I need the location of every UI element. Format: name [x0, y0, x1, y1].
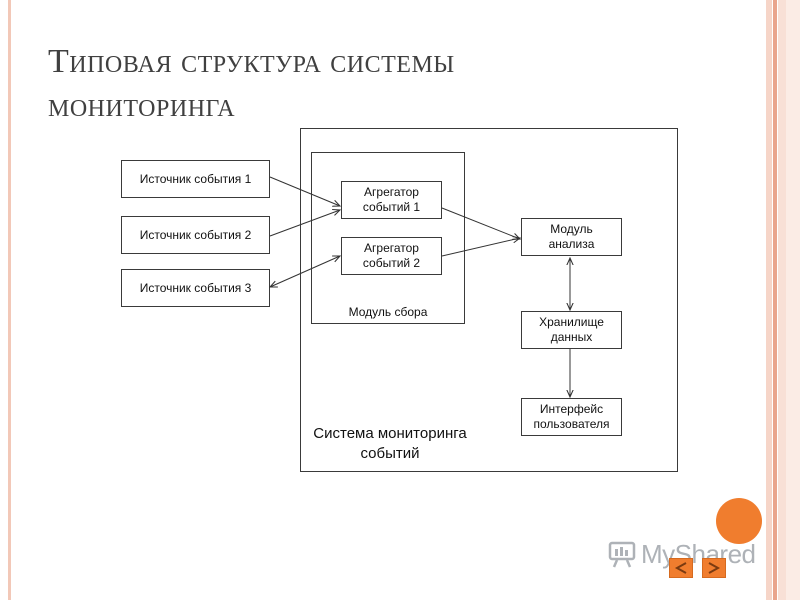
monitoring-system-label: Система мониторинга событий	[300, 424, 480, 464]
aggregator-1: Агрегатор событий 1	[341, 181, 442, 219]
aggregator-1-line2: событий 1	[362, 200, 421, 214]
event-source-3-label: Источник события 3	[139, 280, 252, 295]
aggregator-2-line2: событий 2	[362, 256, 421, 270]
aggregator-1-line1: Агрегатор	[364, 185, 419, 199]
arrow-aggregator1-to-analysis	[441, 207, 520, 239]
slide-left-border	[8, 0, 11, 600]
event-source-2-label: Источник события 2	[139, 227, 252, 242]
slide-title: Типовая структура системы мониторинга	[48, 40, 738, 128]
arrow-source1-to-aggregator1	[269, 176, 340, 206]
user-interface: Интерфейс пользователя	[521, 398, 622, 436]
analysis-module-line1: Модуль	[550, 222, 593, 236]
event-source-3: Источник события 3	[121, 269, 270, 307]
watermark-logo: MyShared	[607, 536, 756, 572]
user-interface-line2: пользователя	[533, 417, 610, 431]
event-source-2: Источник события 2	[121, 216, 270, 254]
presentation-board-icon	[608, 541, 636, 568]
arrow-right-icon	[708, 562, 721, 574]
watermark-text: MyShared	[641, 538, 756, 569]
collection-module-label: Модуль сбора	[348, 305, 428, 319]
decorative-stripe	[773, 0, 777, 600]
event-source-1-label: Источник события 1	[139, 171, 252, 186]
arrow-left-icon	[674, 562, 687, 574]
slide-title-line1: Типовая структура системы	[48, 43, 455, 80]
arrow-aggregator2-to-source3	[270, 256, 340, 287]
event-source-1: Источник события 1	[121, 160, 270, 198]
next-slide-button[interactable]	[702, 558, 726, 578]
analysis-module-line2: анализа	[548, 237, 595, 251]
data-storage-line1: Хранилище	[539, 315, 604, 329]
user-interface-line1: Интерфейс	[539, 402, 604, 416]
decorative-stripe	[778, 0, 786, 600]
aggregator-2-line1: Агрегатор	[364, 241, 419, 255]
arrow-source2-to-aggregator1	[269, 210, 340, 237]
data-storage-line2: данных	[550, 330, 593, 344]
aggregator-2: Агрегатор событий 2	[341, 237, 442, 275]
monitoring-system-label-line1: Система мониторинга	[313, 425, 467, 442]
monitoring-system-label-line2: событий	[360, 445, 420, 462]
decorative-stripe	[766, 0, 772, 600]
collection-module-container	[311, 152, 465, 324]
previous-slide-button[interactable]	[669, 558, 693, 578]
monitoring-system-container	[300, 128, 678, 472]
slide-title-line2: мониторинга	[48, 87, 236, 124]
analysis-module: Модуль анализа	[521, 218, 622, 256]
decorative-circle	[716, 498, 762, 544]
data-storage: Хранилище данных	[521, 311, 622, 349]
arrow-aggregator2-to-analysis	[441, 238, 520, 257]
decorative-stripe	[786, 0, 800, 600]
